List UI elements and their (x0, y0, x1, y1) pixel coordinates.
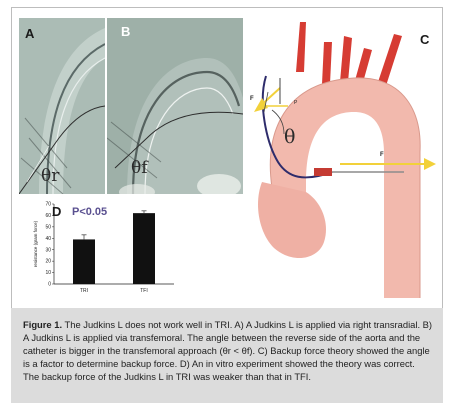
y-tick-label: 50 (45, 224, 51, 230)
y-tick-label: 0 (48, 282, 51, 288)
resistance-bar-chart: 0 10 20 30 40 50 60 70 resistance (gram force) TR… (28, 196, 184, 298)
bar-tfi (133, 213, 155, 284)
caption-label: Figure 1. (23, 319, 63, 330)
panel-b-theta: θf (131, 158, 148, 178)
panel-d-chart: 0 10 20 30 40 50 60 70 resistance (gram force) TR… (28, 196, 184, 298)
panel-d-pvalue: P<0.05 (72, 206, 108, 218)
panel-b-image (107, 18, 243, 194)
y-tick-label: 40 (45, 236, 51, 242)
panel-c-force-top: F (250, 96, 254, 102)
y-tick-label: 70 (45, 202, 51, 208)
figure-caption: Figure 1. The Judkins L does not work we… (11, 308, 443, 403)
panel-c-letter: C (420, 32, 430, 47)
panel-a-photo: A θr (19, 18, 105, 194)
panel-d-letter: D (52, 204, 62, 219)
panel-a-theta: θr (41, 166, 60, 186)
panel-b-photo: B θf (107, 18, 243, 194)
panel-c-illustration: C θ F F P (244, 12, 440, 298)
y-axis-label: resistance (gram force) (33, 220, 38, 267)
y-tick-label: 10 (45, 270, 51, 276)
y-tick-label: 30 (45, 247, 51, 253)
panel-c-theta: θ (284, 126, 296, 148)
panel-c-force-right: F (380, 152, 384, 158)
panel-b-letter: B (121, 24, 131, 39)
y-tick-label: 20 (45, 259, 51, 265)
panel-a-image (19, 18, 105, 194)
panel-c-force-small: P (294, 100, 298, 106)
bar-tri (73, 239, 95, 284)
x-tick-label-tfi: TFI (140, 288, 148, 294)
panel-a-letter: A (25, 26, 35, 41)
x-tick-label-tri: TRI (80, 288, 88, 294)
caption-text: The Judkins L does not work well in TRI.… (23, 319, 433, 382)
y-tick-label: 60 (45, 213, 51, 219)
panel-c-aorta-drawing (244, 12, 440, 298)
